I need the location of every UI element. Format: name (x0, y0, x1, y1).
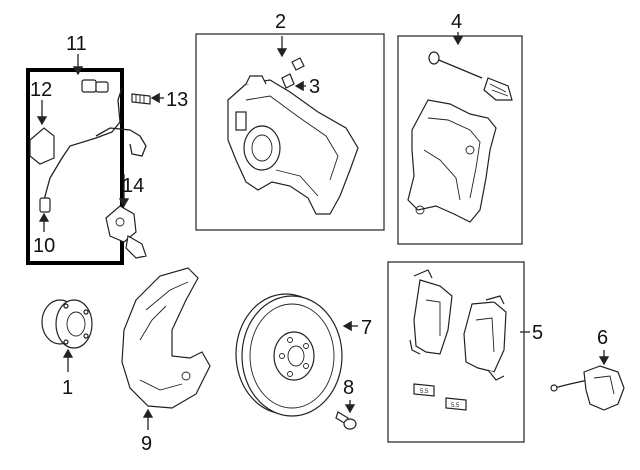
callout-5: 5 (532, 322, 543, 344)
callout-9: 9 (141, 433, 152, 455)
callout-8: 8 (343, 377, 354, 399)
pad-clip-label-left: 5.5 (420, 389, 429, 395)
callout-13: 13 (166, 89, 188, 111)
brake-pad-outer (463, 295, 507, 381)
brake-hose (39, 79, 147, 213)
brake-rotor (235, 293, 343, 417)
callout-10: 10 (33, 235, 55, 257)
callout-7: 7 (361, 317, 372, 339)
brake-pads-box (387, 261, 525, 443)
hose-bracket (29, 127, 55, 165)
pad-clip-label-right: 5.5 (451, 403, 460, 409)
abs-sensor (105, 205, 147, 259)
splash-shield (121, 267, 211, 409)
bleeder-bolt (131, 93, 151, 105)
pad-wear-sensor (550, 365, 625, 411)
pad-clip-right: 5.5 (445, 397, 467, 411)
caliper-bracket-box (397, 35, 523, 245)
callout-3: 3 (309, 76, 320, 98)
callout-4: 4 (451, 11, 462, 33)
brake-pad-inner (409, 269, 453, 355)
callout-14: 14 (122, 175, 144, 197)
callout-11: 11 (66, 33, 87, 55)
wheel-hub (41, 299, 93, 349)
callout-2: 2 (275, 11, 286, 33)
callout-1: 1 (62, 377, 73, 399)
brake-caliper (227, 75, 359, 215)
caliper-group-box (195, 33, 385, 231)
callout-6: 6 (597, 327, 608, 349)
bleeder-screw (281, 57, 305, 89)
callout-12: 12 (30, 79, 52, 101)
caliper-bracket (407, 99, 497, 223)
rotor-screw (335, 411, 357, 430)
guide-pin-kit (428, 51, 513, 101)
pad-clip-left: 5.5 (413, 383, 435, 397)
leader-lines (36, 32, 610, 430)
